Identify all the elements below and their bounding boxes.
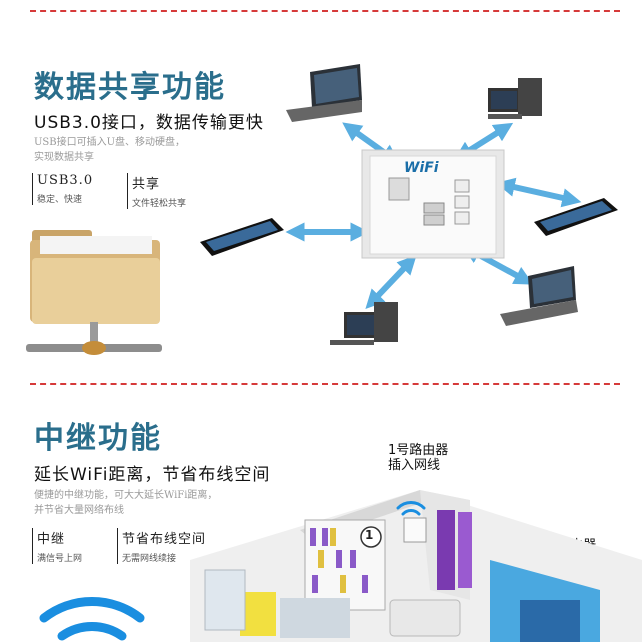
feature-repeater: 中继 满信号上网 [32, 528, 82, 564]
section1-description: USB接口可插入U盘、移动硬盘， 实现数据共享 [34, 137, 186, 163]
section-divider [30, 383, 620, 385]
router2-label: 2号路由器 无需插入网线 [536, 538, 615, 568]
section2-description: 便捷的中继功能，可大大延长WiFi距离， 并节省大量网络布线 [34, 490, 218, 516]
tablet-left [200, 218, 284, 256]
top-divider [30, 10, 620, 12]
feature-save-wiring: 节省布线空间 无需网线续接 [117, 528, 206, 564]
laptop-top-left [286, 64, 362, 122]
feature-share: 共享 文件轻松共享 [127, 173, 186, 209]
desktop-bottom [330, 302, 398, 345]
laptop-bottom-right [500, 266, 578, 326]
section2-subtitle: 延长WiFi距离，节省布线空间 [34, 465, 271, 485]
feature-usb30: USB3.0 稳定、快速 [32, 173, 93, 205]
tablet-right [534, 198, 618, 236]
section2-title: 中继功能 [34, 421, 162, 456]
router-brand-label: WiFi [404, 160, 439, 176]
section1-title: 数据共享功能 [34, 70, 226, 105]
router1-label: 1号路由器 插入网线 [388, 443, 449, 473]
section1-subtitle: USB3.0接口，数据传输更快 [34, 113, 264, 133]
router-number-badge: 1 [365, 528, 374, 542]
desktop-top-right [488, 78, 542, 119]
